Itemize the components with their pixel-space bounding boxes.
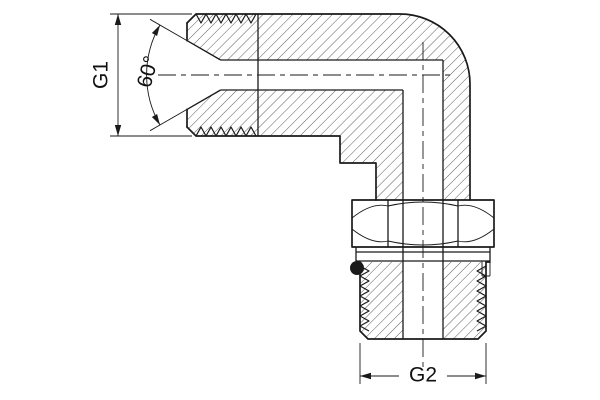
angle-arrow-bottom bbox=[151, 114, 160, 125]
stud-outline bbox=[355, 261, 491, 340]
hex-chamfer-arcs-top bbox=[351, 201, 495, 219]
angle-extension-line-top bbox=[149, 18, 188, 41]
locknut-hex-body bbox=[351, 199, 495, 248]
g1-label: G1 bbox=[90, 61, 113, 89]
g2-arrow-left bbox=[360, 372, 371, 380]
bottom-port bbox=[350, 199, 495, 340]
cone-seat-60deg bbox=[186, 40, 221, 110]
g2-arrow-right bbox=[475, 372, 486, 380]
outer-profile-bottom bbox=[186, 126, 377, 201]
centerlines bbox=[158, 42, 455, 372]
angle-arrow-top bbox=[151, 25, 160, 36]
g1-arrow-bottom bbox=[114, 125, 122, 136]
hex-flat-division-lines bbox=[387, 200, 459, 247]
thread-zigzag-bottom bbox=[195, 126, 257, 137]
elbow-body bbox=[186, 13, 471, 339]
angle-label: 60° bbox=[133, 53, 163, 90]
washer-lines bbox=[355, 247, 491, 262]
left-port-threads bbox=[195, 13, 257, 137]
o-ring bbox=[350, 261, 364, 275]
angle-dimension-arc bbox=[146, 24, 161, 126]
hatch-lower-wall bbox=[187, 90, 403, 200]
stud-thread-zigzag-right bbox=[476, 265, 487, 332]
hatch-upper-wall bbox=[187, 14, 470, 200]
section-hatching bbox=[187, 14, 486, 339]
hex-chamfer-arcs-bottom bbox=[351, 228, 495, 246]
stud-thread-zigzag-left bbox=[359, 265, 370, 332]
hatch-stud-right-wall bbox=[443, 262, 486, 339]
hatch-stud-left-wall bbox=[360, 262, 403, 339]
angle-extension-line-bottom bbox=[149, 109, 188, 132]
dimension-g2: G2 bbox=[359, 343, 487, 387]
g2-label: G2 bbox=[409, 364, 437, 387]
bore-lines bbox=[220, 59, 444, 339]
g1-arrow-top bbox=[114, 14, 122, 25]
outer-profile-top bbox=[186, 13, 471, 201]
dimension-g1: G1 bbox=[90, 13, 192, 137]
thread-zigzag-top bbox=[195, 13, 257, 24]
